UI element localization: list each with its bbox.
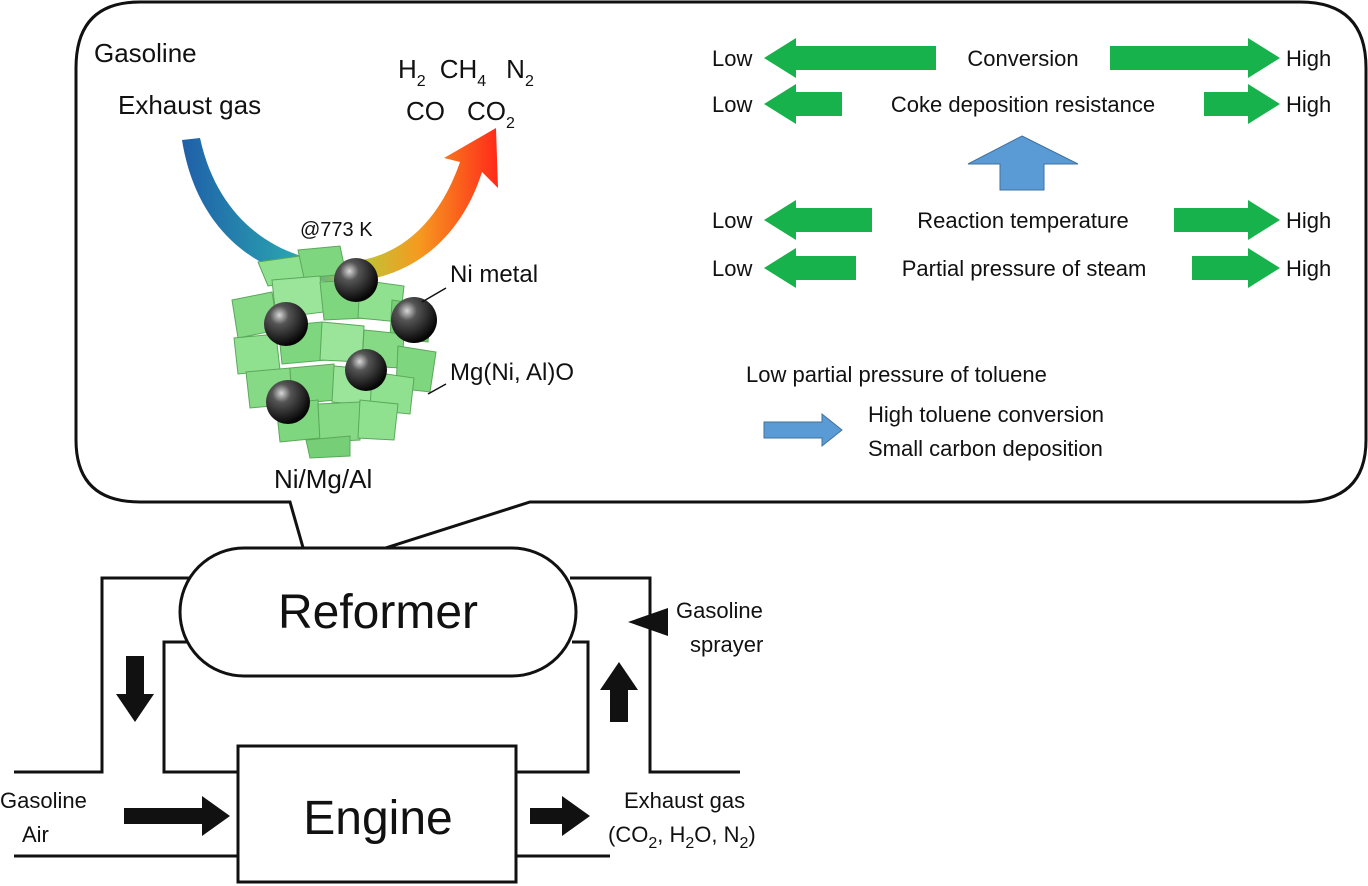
sprayer-label-1: Gasoline bbox=[676, 598, 763, 623]
left-pipe-outer bbox=[14, 576, 196, 774]
intake-label-air: Air bbox=[22, 822, 49, 847]
ni-metal-label: Ni metal bbox=[450, 261, 538, 288]
trend-label: Conversion bbox=[967, 46, 1078, 71]
high-label: High bbox=[1286, 46, 1331, 71]
low-label: Low bbox=[712, 256, 752, 281]
low-arrow bbox=[764, 84, 842, 124]
catalyst-label: Ni/Mg/Al bbox=[274, 464, 372, 494]
trend-label: Coke deposition resistance bbox=[891, 92, 1155, 117]
left-pipe-inner bbox=[162, 640, 238, 774]
exhaust-composition: (CO2, H2O, N2) bbox=[608, 822, 756, 852]
low-label: Low bbox=[712, 208, 752, 233]
reformer-label: Reformer bbox=[278, 586, 478, 639]
right-pipe-outer bbox=[570, 576, 740, 774]
right-pipe-inner bbox=[516, 640, 590, 774]
input-label-gasoline: Gasoline bbox=[94, 38, 197, 68]
high-label: High bbox=[1286, 92, 1331, 117]
input-label-exhaust: Exhaust gas bbox=[118, 90, 261, 120]
trend-row: Low Partial pressure of steam High bbox=[712, 248, 1331, 288]
result-line-2: Small carbon deposition bbox=[868, 436, 1103, 461]
intake-label-gasoline: Gasoline bbox=[0, 788, 87, 813]
result-line-1: High toluene conversion bbox=[868, 402, 1104, 427]
high-arrow bbox=[1192, 248, 1280, 288]
trend-label: Reaction temperature bbox=[917, 208, 1129, 233]
engine-box bbox=[236, 744, 518, 884]
sprayer-arrow bbox=[628, 608, 668, 636]
intake-arrow bbox=[124, 796, 230, 836]
engine-label: Engine bbox=[303, 792, 452, 845]
high-label: High bbox=[1286, 256, 1331, 281]
temperature-label: @773 K bbox=[300, 219, 373, 241]
trend-row: Low Reaction temperature High bbox=[712, 200, 1331, 240]
high-arrow bbox=[1204, 84, 1280, 124]
low-label: Low bbox=[712, 46, 752, 71]
exhaust-arrow bbox=[530, 796, 590, 836]
ni-metal-leader bbox=[421, 287, 447, 303]
high-arrow bbox=[1174, 200, 1280, 240]
down-flow-arrow bbox=[116, 656, 154, 722]
callout-bubble bbox=[74, 0, 1368, 574]
blue-up-arrow bbox=[967, 135, 1079, 191]
up-flow-arrow bbox=[600, 662, 638, 722]
blue-right-arrow bbox=[763, 412, 843, 448]
low-arrow bbox=[764, 38, 936, 78]
sprayer-label-2: sprayer bbox=[690, 632, 763, 657]
reaction-curve-arrow bbox=[182, 128, 498, 282]
low-label: Low bbox=[712, 92, 752, 117]
trend-row: Low Conversion High bbox=[712, 38, 1331, 78]
toluene-condition: Low partial pressure of toluene bbox=[746, 362, 1047, 387]
reformer-box bbox=[178, 546, 578, 678]
high-arrow bbox=[1110, 38, 1280, 78]
oxide-label: Mg(Ni, Al)O bbox=[450, 359, 574, 386]
low-arrow bbox=[764, 200, 872, 240]
high-label: High bbox=[1286, 208, 1331, 233]
trend-row: Low Coke deposition resistance High bbox=[712, 84, 1331, 124]
ni-metal-particles bbox=[264, 258, 437, 424]
trend-label: Partial pressure of steam bbox=[902, 256, 1147, 281]
low-arrow bbox=[764, 248, 856, 288]
oxide-leader bbox=[427, 383, 447, 395]
exhaust-label: Exhaust gas bbox=[624, 788, 745, 813]
